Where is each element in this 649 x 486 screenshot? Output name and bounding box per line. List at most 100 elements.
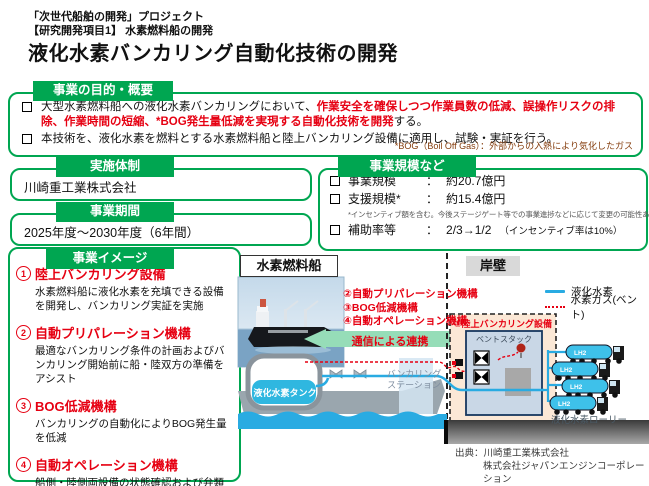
source-credit: 出典：川崎重工業株式会社 株式会社ジャパンエンジンコーポレーション — [455, 447, 649, 486]
sea-water — [238, 411, 447, 429]
list-item: 3 BOG低減機構 バンカリングの自動化によりBOG発生量を低減 — [16, 396, 230, 445]
bullet1-tail: する。 — [393, 116, 429, 128]
colon: ： — [426, 192, 439, 206]
scale-box — [318, 168, 648, 251]
organization-value: 川崎重工業株式会社 — [24, 181, 137, 195]
scale-row1-value: 約20.7億円 — [446, 174, 506, 188]
list-item: 2 自動プリパレーション機構 最適なバンカリング条件の計画およびバンカリング開始前… — [16, 323, 230, 386]
vent-stack-label: ベントスタック — [476, 335, 532, 344]
scale-row2-label: 支援規模* — [348, 192, 401, 206]
scale-row2-value: 約15.4億円 — [446, 192, 506, 206]
bunkering-station-label: バンカリング ステーション — [386, 369, 442, 390]
quay-ground — [444, 420, 649, 444]
truck-tank-text: LH2 — [570, 384, 583, 391]
scale-content: 事業規模 ： 約20.7億円 支援規模* ： 約15.4億円 *インセンティブ額… — [330, 173, 649, 242]
legend-label: 水素ガス(ベント) — [570, 294, 638, 321]
circled-number: 4 — [16, 457, 31, 472]
mechanism-label: ②自動プリパレーション機構 — [343, 288, 478, 300]
equipment-block — [505, 368, 531, 396]
lh2-tank — [245, 353, 323, 411]
vent-gas-line — [305, 351, 519, 372]
communication-arrow — [304, 329, 452, 349]
bunkering-station-column — [399, 358, 433, 414]
hydrogen-fueled-ship-label: 水素燃料船 — [240, 255, 338, 277]
legend-label: 液化水素 — [571, 285, 613, 298]
scale-row-1: 事業規模 ： 約20.7億円 — [330, 173, 638, 189]
checkbox-bullet-icon — [330, 194, 340, 204]
item-desc: バンカリングの自動化によりBOG発生量を低減 — [35, 418, 227, 444]
image-section-list: 1 陸上バンカリング設備 水素燃料船に液化水素を充填できる設備を開発し、バンカリン… — [16, 264, 230, 486]
purpose-box — [8, 92, 643, 157]
page-title: 液化水素バンカリング自動化技術の開発 — [28, 43, 398, 65]
lh2-lorry-label: 液化水素ローリー — [551, 415, 628, 426]
item-title: 自動オペレーション機構 — [35, 458, 178, 473]
item-title: 自動プリパレーション機構 — [35, 326, 191, 341]
item-desc: 最適なバンカリング条件の計画およびバンカリング開始前に船・陸双方の準備をアシスト — [35, 345, 225, 385]
scale-footnote: *インセンティブ額を含む。今後ステージゲート等での事業進捗などに応じて変更の可能… — [348, 210, 649, 219]
item-title: 陸上バンカリング設備 — [35, 267, 166, 282]
source-line-1: 出典：川崎重工業株式会社 — [455, 448, 570, 459]
truck-tank-text: LH2 — [558, 401, 571, 408]
tank-truck: LH2 — [551, 361, 610, 381]
circled-number: 1 — [16, 266, 31, 281]
purpose-bullets: 大型水素燃料船への液化水素バンカリングにおいて、作業安全を確保しつつ作業員数の低… — [22, 100, 626, 149]
mechanism-label: ④自動オペレーション機構 — [343, 315, 468, 327]
tank-truck: LH2 — [549, 395, 608, 415]
mechanism-label: ③BOG低減機構 — [343, 301, 418, 314]
onshore-facility-box — [449, 313, 566, 431]
colon: ： — [426, 223, 439, 237]
item-desc: 水素燃料船に液化水素を充填できる設備を開発し、バンカリング実証を実施 — [35, 286, 224, 312]
scale-row-3: 補助率等 ： 2/3→1/2 （インセンティブ率は10%） — [330, 222, 638, 240]
shutoff-valve — [473, 369, 490, 385]
circled-number: 2 — [16, 325, 31, 340]
list-item: 1 陸上バンカリング設備 水素燃料船に液化水素を充填できる設備を開発し、バンカリン… — [16, 264, 230, 313]
legend-row-vent: 水素ガス(ベント) — [545, 294, 649, 321]
scale-row1-label: 事業規模 — [348, 174, 397, 188]
purpose-bullet-1: 大型水素燃料船への液化水素バンカリングにおいて、作業安全を確保しつつ作業員数の低… — [22, 100, 626, 130]
item-desc: 船側・陸側両設備の状態確認および弁類の自動開閉などにより安全確保・作業の効率化 — [35, 477, 224, 486]
project-line-1: 「次世代船舶の開発」プロジェクト — [28, 11, 204, 23]
quay-label: 岸壁 — [466, 256, 520, 276]
section-heading-image: 事業イメージ — [46, 249, 174, 269]
checkbox-bullet-icon — [330, 176, 340, 186]
truck-tank-text: LH2 — [560, 367, 573, 374]
shore-connection — [452, 359, 463, 379]
scale-row3-value: 2/3→1/2 — [446, 223, 492, 237]
section-heading-period: 事業期間 — [56, 202, 174, 222]
item-title: BOG低減機構 — [35, 399, 117, 414]
onshore-bunkering-facility-label: ①陸上バンカリング設備 — [453, 319, 553, 329]
legend: 液化水素 水素ガス(ベント) — [545, 283, 649, 321]
legend-row-lh2: 液化水素 — [545, 283, 649, 299]
circled-number: 3 — [16, 398, 31, 413]
tank-truck: LH2 — [565, 344, 624, 364]
checkbox-bullet-icon — [330, 225, 340, 235]
section-heading-scale: 事業規模など — [338, 157, 476, 177]
scale-row3-suffix: （インセンティブ率は10%） — [499, 226, 623, 237]
scale-row-2: 支援規模* ： 約15.4億円 — [330, 191, 638, 207]
shutoff-valve — [473, 350, 490, 366]
communication-arrow-label: 通信による連携 — [351, 336, 429, 348]
lh2-piping — [315, 374, 544, 392]
bullet1-black: 大型水素燃料船への液化水素バンカリングにおいて、 — [41, 101, 317, 113]
bullet2-text: 本技術を、液化水素を燃料とする水素燃料船と陸上バンカリング設備に適用し、試験・実… — [41, 133, 559, 145]
lh2-tank-label: 液化水素タンク — [253, 388, 317, 398]
lh2-line-sample — [545, 289, 565, 293]
list-item: 4 自動オペレーション機構 船側・陸側両設備の状態確認および弁類の自動開閉などによ… — [16, 455, 230, 486]
section-heading-purpose: 事業の目的・概要 — [33, 81, 173, 101]
bog-footnote: *BOG（Boil Off Gas）：外部からの入熱により気化したガス — [394, 141, 633, 151]
purpose-bullet-2: 本技術を、液化水素を燃料とする水素燃料船と陸上バンカリング設備に適用し、試験・実… — [22, 132, 626, 147]
checkbox-bullet-icon — [22, 102, 32, 112]
checkbox-bullet-icon — [22, 134, 32, 144]
section-heading-organization: 実施体制 — [56, 157, 174, 177]
vent-stack — [516, 343, 526, 353]
ship-photo — [237, 276, 345, 368]
period-value: 2025年度～2030年度（6年間） — [24, 226, 200, 240]
tank-truck: LH2 — [561, 378, 620, 398]
scale-row3-label: 補助率等 — [348, 223, 397, 237]
truck-tank-text: LH2 — [574, 350, 587, 357]
bullet1-red: 作業安全を確保しつつ作業員数の低減、誤操作リスクの排除、作業時間の短縮、*BOG… — [41, 101, 615, 128]
vent-line-sample — [545, 306, 565, 308]
ship-mechanism-labels: ②自動プリパレーション機構 ③BOG低減機構 ④自動オペレーション機構 — [343, 288, 478, 329]
